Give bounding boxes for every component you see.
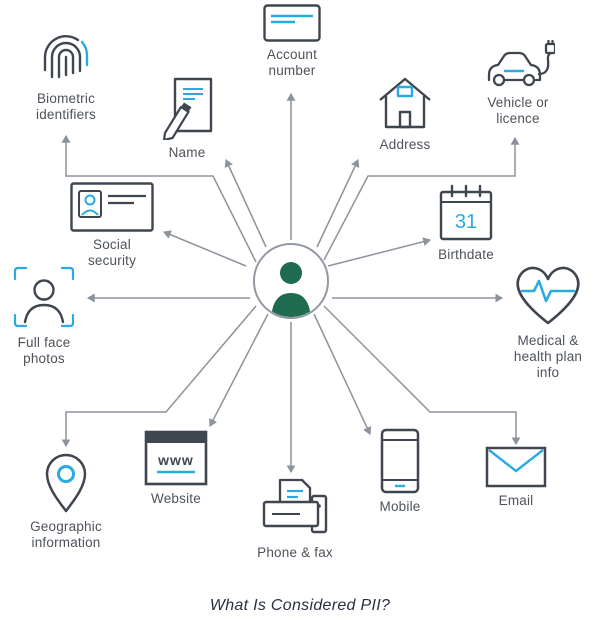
fingerprint-icon [43,35,89,79]
calendar-icon: 31 [439,184,493,241]
www-text: www [157,452,194,468]
connector-social-security [162,230,247,267]
fax-machine-icon [262,478,328,534]
portrait-frame-icon [13,266,75,328]
envelope-icon [485,446,547,488]
connector-geographic [61,305,257,448]
node-label: Address [379,137,431,152]
signed-document-icon [162,77,213,140]
node-label: Biometric identifiers [36,91,96,122]
node-label: Mobile [379,499,421,514]
node-website: www Website [140,430,212,507]
node-name: Name [142,76,232,161]
house-icon [379,77,431,129]
node-social-security: Social security [62,182,162,269]
node-label: Phone & fax [257,545,333,560]
calendar-day-text: 31 [455,211,477,233]
electric-car-icon [487,40,555,87]
node-label: Email [498,493,534,508]
node-birthdate: 31 Birthdate [428,184,504,263]
node-full-face-photos: Full face photos [4,264,84,367]
id-card-icon [70,182,154,232]
connector-name [224,158,267,248]
center-person [249,239,333,323]
node-label: Social security [87,237,137,268]
node-geographic-information: Geographic information [16,450,116,551]
node-account-number: Account number [252,4,332,79]
smartphone-icon [380,428,420,494]
node-label: Website [151,491,201,506]
node-medical-health-plan-info: Medical & health plan info [500,262,596,381]
node-label: Geographic information [30,519,102,550]
connector-email [323,305,521,446]
diagram-title: What Is Considered PII? [209,597,391,614]
connector-website [209,313,269,427]
browser-www-icon: www [144,430,208,486]
node-mobile: Mobile [372,428,428,515]
connector-birthdate [327,237,432,267]
node-address: Address [358,74,452,153]
node-label: Birthdate [438,247,494,262]
node-label: Account number [266,47,318,78]
credit-card-icon [263,4,321,42]
connector-biometric [61,134,257,263]
connector-address [316,158,360,248]
map-pin-icon [45,453,87,513]
connector-vehicle [323,136,520,261]
node-label: Name [168,145,206,160]
node-biometric-identifiers: Biometric identifiers [16,28,116,123]
connector-mobile [313,313,372,436]
node-label: Medical & health plan info [513,333,583,380]
node-vehicle-or-licence: Vehicle or licence [470,40,566,127]
node-label: Full face photos [17,335,71,366]
node-label: Vehicle or licence [487,95,549,126]
node-email: Email [480,446,552,509]
person-icon [253,243,329,319]
node-phone-fax: Phone & fax [252,476,338,561]
heart-pulse-icon [516,266,580,325]
